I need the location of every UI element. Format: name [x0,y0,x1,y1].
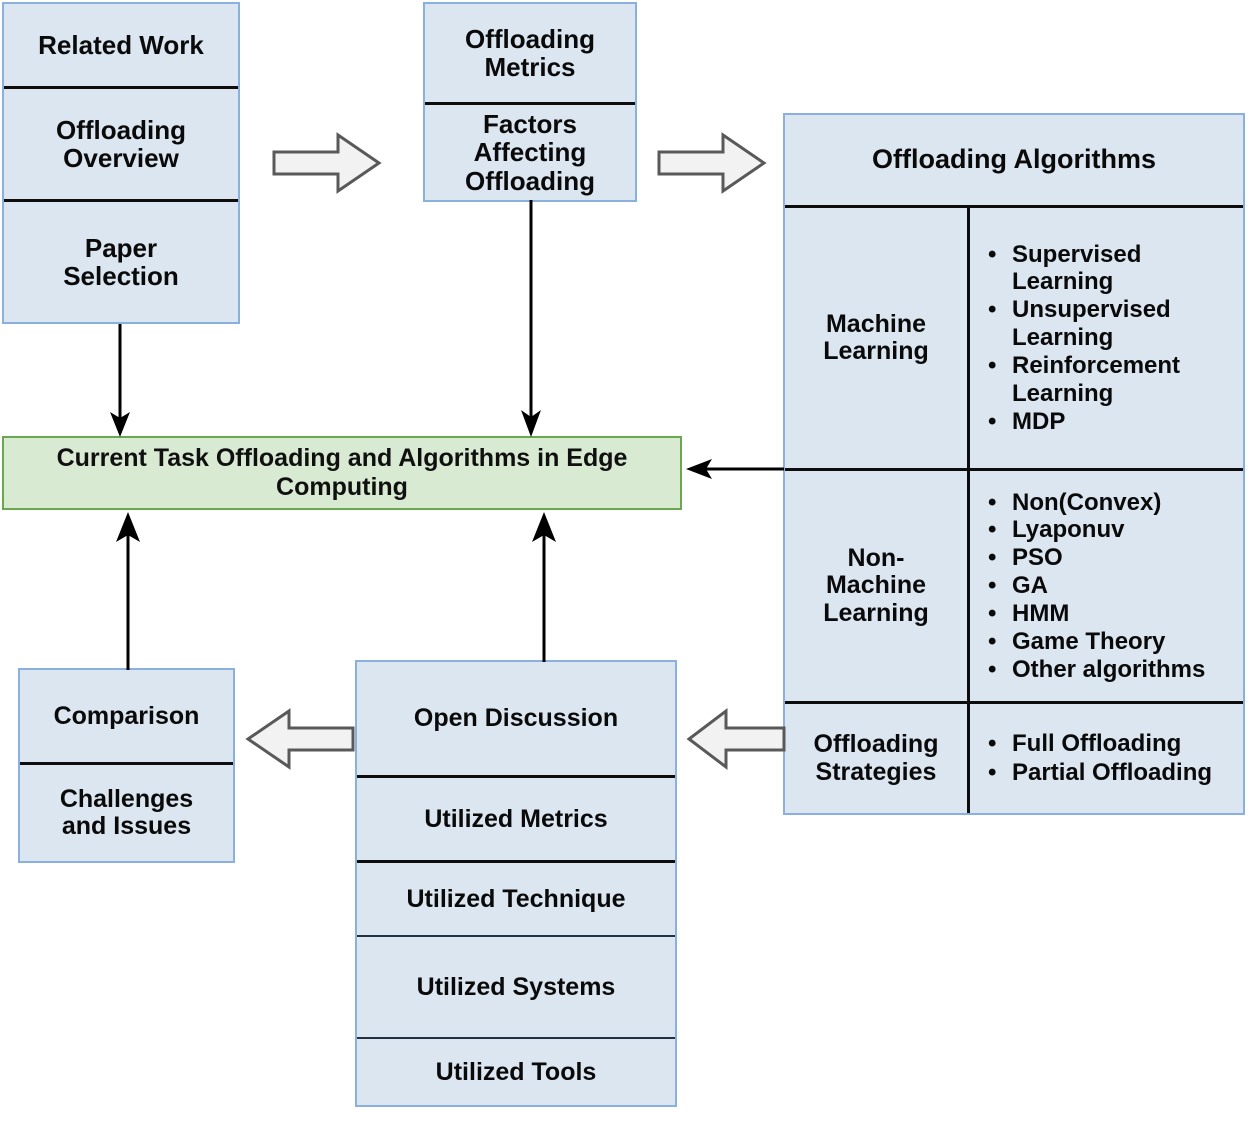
line-arrow-up-discussion-to-current-task [532,512,556,662]
list-item: Lyaponuv [988,516,1239,544]
list-item: Supervised Learning [988,241,1239,297]
line-arrow-down-factors-to-current-task [521,200,541,437]
line-arrow-up-comparison-to-current-task [116,512,140,670]
divider [357,1037,675,1039]
open-discussion-row-utilized-technique: Utilized Technique [406,884,626,913]
offloading-strategies-list: Full Offloading Partial Offloading [970,704,1243,813]
divider [357,860,675,863]
block-arrow-right-metrics-to-algorithms [657,132,767,194]
related-work-row-title: Related Work [38,29,204,60]
list-item: Partial Offloading [988,759,1239,788]
open-discussion-row-title: Open Discussion [413,704,619,732]
current-task-offloading-box: Current Task Offloading and Algorithms i… [2,436,682,510]
open-discussion-box: Open Discussion Utilized Metrics Utilize… [355,660,677,1107]
line-arrow-down-paper-selection-to-current-task [110,324,130,437]
list-item: Non(Convex) [988,489,1239,517]
divider [425,102,635,105]
divider [785,468,1243,471]
list-item: Game Theory [988,628,1239,656]
block-arrow-right-related-work-to-metrics [272,132,382,194]
non-machine-learning-list: Non(Convex) Lyaponuv PSO GA HMM Game The… [970,471,1243,701]
divider [20,762,233,765]
divider [357,935,675,937]
list-item: Full Offloading [988,730,1239,759]
block-arrow-left-strategies-to-discussion [686,707,786,771]
machine-learning-list: Supervised Learning Unsupervised Learnin… [970,208,1243,468]
divider [4,86,238,89]
block-arrow-left-discussion-to-comparison [245,708,355,770]
open-discussion-row-utilized-tools: Utilized Tools [435,1057,597,1086]
list-item: Other algorithms [988,656,1239,684]
line-arrow-left-algorithms-to-current-task [686,459,784,479]
list-item: MDP [988,408,1239,436]
list-item: HMM [988,600,1239,628]
divider [785,205,1243,208]
divider [357,775,675,778]
list-item: Reinforcement Learning [988,352,1239,408]
divider [785,701,1243,704]
divider [4,199,238,202]
offloading-algorithms-title: Offloading Algorithms [872,144,1156,175]
comparison-row-title: Comparison [53,701,200,730]
list-item: PSO [988,544,1239,572]
open-discussion-row-utilized-systems: Utilized Systems [416,972,616,1001]
list-item: GA [988,572,1239,600]
list-item: Unsupervised Learning [988,296,1239,352]
open-discussion-row-utilized-metrics: Utilized Metrics [424,804,608,833]
